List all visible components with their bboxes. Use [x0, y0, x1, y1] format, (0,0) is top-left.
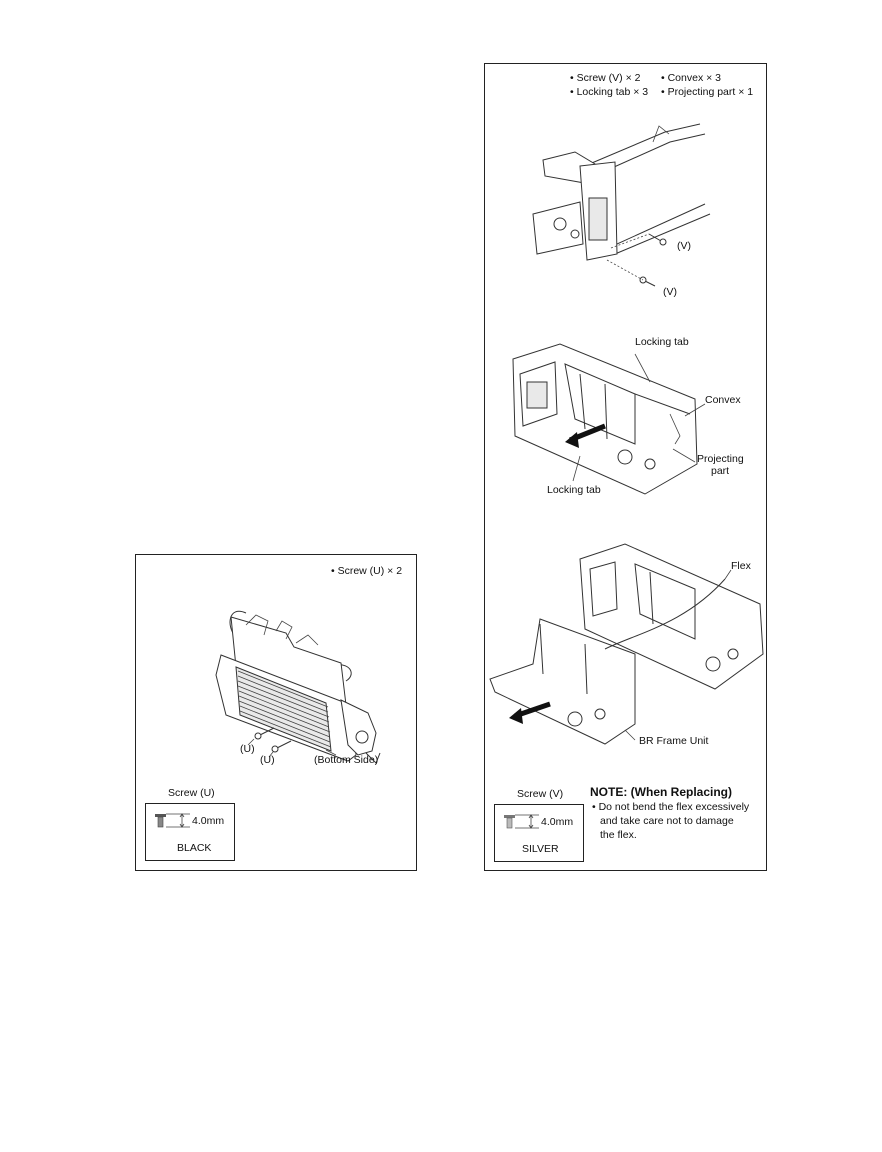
- bottom-side-illustration: [215, 610, 381, 764]
- screw-u-title: Screw (U): [168, 787, 215, 799]
- screw-v-icon: [648, 233, 667, 246]
- note-line: and take care not to damage: [600, 815, 734, 827]
- screw-v-icon: [639, 276, 656, 287]
- screw-v-count-label: • Screw (V) × 2: [570, 72, 641, 84]
- bottom-side-label: (Bottom Side): [314, 754, 379, 766]
- projecting-part-callout: Projecting: [697, 453, 744, 465]
- step3-illustration: [489, 543, 764, 745]
- screw-u-size: 4.0mm: [192, 815, 225, 827]
- convex-callout: Convex: [705, 394, 741, 406]
- screw-v-title: Screw (V): [517, 788, 564, 800]
- projecting-part-count-label: • Projecting part × 1: [661, 86, 754, 98]
- screw-u-callout: (U): [260, 754, 275, 766]
- screw-u-panel: • Screw (U) × 2: [135, 554, 417, 871]
- screw-u-callout: (U): [240, 743, 255, 755]
- note-line: • Do not bend the flex excessively: [592, 801, 750, 813]
- flex-callout: Flex: [731, 560, 751, 572]
- br-frame-unit-callout: BR Frame Unit: [639, 735, 709, 747]
- screw-v-size: 4.0mm: [541, 816, 574, 828]
- screw-v-callout: (V): [677, 240, 691, 252]
- screw-v-panel: • Screw (V) × 2 • Locking tab × 3 • Conv…: [484, 63, 767, 871]
- screw-v-callout: (V): [663, 286, 677, 298]
- screw-v-color: SILVER: [522, 843, 559, 855]
- screw-icon: [155, 813, 190, 828]
- locking-tab-callout: Locking tab: [547, 484, 601, 496]
- screw-u-icon: [254, 727, 275, 740]
- convex-count-label: • Convex × 3: [661, 72, 722, 84]
- screw-u-spec-box: 4.0mm BLACK: [145, 803, 235, 861]
- note-line: the flex.: [600, 829, 637, 841]
- screw-u-icon: [271, 740, 292, 753]
- screw-u-count-label: • Screw (U) × 2: [331, 565, 403, 577]
- screw-icon: [504, 814, 539, 829]
- locking-tab-callout: Locking tab: [635, 336, 689, 348]
- locking-tab-count-label: • Locking tab × 3: [570, 86, 649, 98]
- note-title: NOTE: (When Replacing): [590, 785, 732, 799]
- projecting-part-callout: part: [711, 465, 730, 477]
- screw-v-spec-box: 4.0mm SILVER: [494, 804, 584, 862]
- step2-illustration: [512, 343, 706, 495]
- screw-u-color: BLACK: [177, 842, 212, 854]
- step1-illustration: [532, 123, 711, 287]
